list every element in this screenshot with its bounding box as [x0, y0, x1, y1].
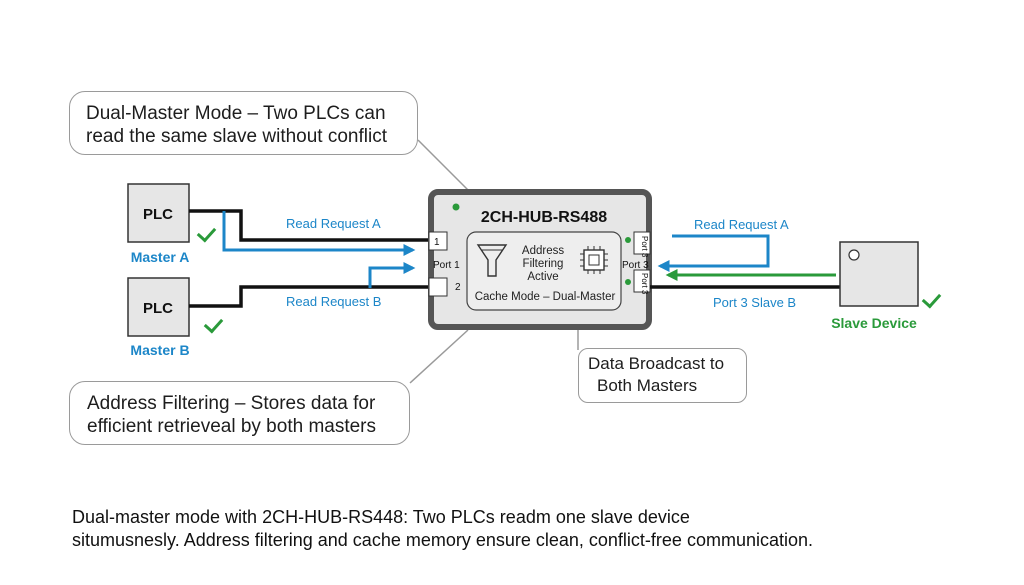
- figure-caption: Dual-master mode with 2CH-HUB-RS448: Two…: [72, 506, 972, 552]
- hub-port-3-connector-top: [633, 231, 651, 255]
- slave-device-indicator: [848, 249, 860, 261]
- read-request-a-left-arrow: [222, 211, 416, 256]
- caption-line-2: situmusnesly. Address filtering and cach…: [72, 530, 813, 550]
- master-b-label: Master B: [130, 342, 189, 358]
- data-broadcast-callout-line-1: Data Broadcast to: [588, 354, 725, 373]
- hub-status-led: [452, 203, 460, 211]
- read-request-a-left-label: Read Request A: [286, 216, 381, 231]
- cache-mode-label: Cache Mode – Dual-Master: [475, 291, 616, 303]
- hub-inner-module: [466, 231, 622, 311]
- chip-icon: [580, 246, 608, 274]
- address-filtering-callout-line-1: Address Filtering – Stores data for: [87, 393, 376, 414]
- dual-master-callout-line-2: read the same slave without conflict: [86, 126, 387, 147]
- filter-line-2: Filtering: [523, 258, 564, 270]
- master-b-plc-label: PLC: [143, 300, 173, 317]
- read-request-a-right-arrow: [657, 234, 770, 272]
- hub-port-3-led-bottom: [625, 279, 631, 285]
- address-filtering-callout-line-2: efficient retrieveal by both masters: [87, 416, 377, 437]
- slave-device-label: Slave Device: [831, 315, 917, 331]
- hub-port-3-vertical-bottom: Port 3: [640, 273, 649, 295]
- master-b-cable: [189, 285, 428, 308]
- master-a-box: [127, 183, 190, 243]
- hub-port-2-number: 2: [455, 282, 461, 293]
- filter-line-3: Active: [527, 271, 558, 283]
- dual-master-callout: Dual-Master Mode – Two PLCs can read the…: [69, 91, 418, 155]
- address-filtering-callout: Address Filtering – Stores data for effi…: [69, 381, 410, 445]
- read-request-b-left-label: Read Request B: [286, 294, 381, 309]
- hub-port-2-connector: [428, 277, 448, 297]
- top-callout-leader: [417, 139, 469, 191]
- hub-port-1-connector: [428, 231, 448, 251]
- read-request-a-right-label: Read Request A: [694, 217, 789, 232]
- hub-port-3-led-top: [625, 237, 631, 243]
- hub-port-1-number: 1: [434, 237, 440, 248]
- data-broadcast-callout-line-2: Both Masters: [597, 376, 698, 395]
- hub-port-3-connector-bottom: [633, 269, 651, 293]
- hub-port-3-vertical-top: Port 3: [640, 236, 649, 258]
- dual-master-callout-line-1: Dual-Master Mode – Two PLCs can: [86, 103, 386, 124]
- master-a-cable: [189, 209, 428, 242]
- funnel-icon: [476, 244, 508, 277]
- bottom-callout-leader: [409, 329, 469, 384]
- port3-slave-b-label: Port 3 Slave B: [713, 295, 796, 310]
- hub-port-3-label: Port 3: [622, 260, 649, 271]
- master-a-plc-label: PLC: [143, 206, 173, 223]
- master-b-box: [127, 277, 190, 337]
- master-a-label: Master A: [131, 249, 190, 265]
- caption-line-1: Dual-master mode with 2CH-HUB-RS448: Two…: [72, 507, 690, 527]
- data-broadcast-callout: Data Broadcast to Both Masters: [578, 348, 747, 403]
- hub-port-1-label: Port 1: [433, 260, 460, 271]
- filter-line-1: Address: [522, 245, 564, 257]
- hub-title: 2CH-HUB-RS488: [481, 209, 607, 226]
- read-request-b-left-arrow: [368, 262, 416, 288]
